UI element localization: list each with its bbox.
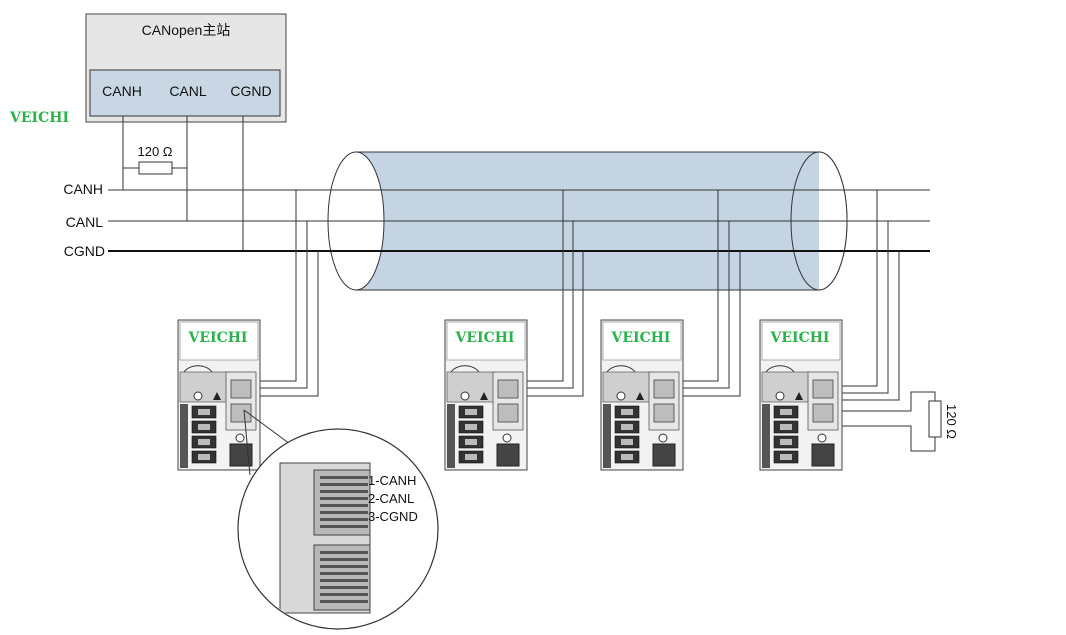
drive-brand-label: VEICHI — [769, 330, 829, 346]
pin-label-2: 2-CANL — [368, 491, 414, 506]
drive-drop-wires — [250, 190, 936, 452]
bus-label-cgnd: CGND — [64, 243, 105, 259]
servo-drive-2: VEICHI — [444, 319, 528, 471]
master-terminal-cgnd: CGND — [230, 83, 271, 99]
master-terminal-block — [89, 69, 281, 117]
bus-label-canh: CANH — [63, 181, 103, 197]
veichi-brand-label: VEICHI — [9, 110, 69, 126]
pin-label-3: 3-CGND — [368, 509, 418, 524]
servo-drive-3: VEICHI — [600, 319, 684, 471]
bus-label-canl: CANL — [66, 214, 104, 230]
master-terminal-canh: CANH — [102, 83, 142, 99]
resistor-master-label: 120 Ω — [137, 144, 172, 159]
master-wiring — [122, 116, 244, 251]
resistor-master-side — [138, 161, 173, 175]
canopen-master: CANopen主站 CANH CANL CGND — [85, 13, 287, 123]
master-title: CANopen主站 — [142, 22, 231, 38]
pin-label-1: 1-CANH — [368, 473, 416, 488]
servo-drive-1: VEICHI — [177, 319, 261, 471]
master-terminal-canl: CANL — [169, 83, 207, 99]
connector-zoom: 1-CANH 2-CANL 3-CGND — [237, 409, 439, 630]
drive-brand-label: VEICHI — [187, 330, 247, 346]
drive-brand-label: VEICHI — [454, 330, 514, 346]
resistor-far-end — [928, 400, 942, 438]
drive-brand-label: VEICHI — [610, 330, 670, 346]
resistor-far-end-label: 120 Ω — [944, 404, 959, 439]
servo-drive-4: VEICHI — [759, 319, 843, 471]
can-bus: CANH CANL CGND — [63, 181, 930, 259]
